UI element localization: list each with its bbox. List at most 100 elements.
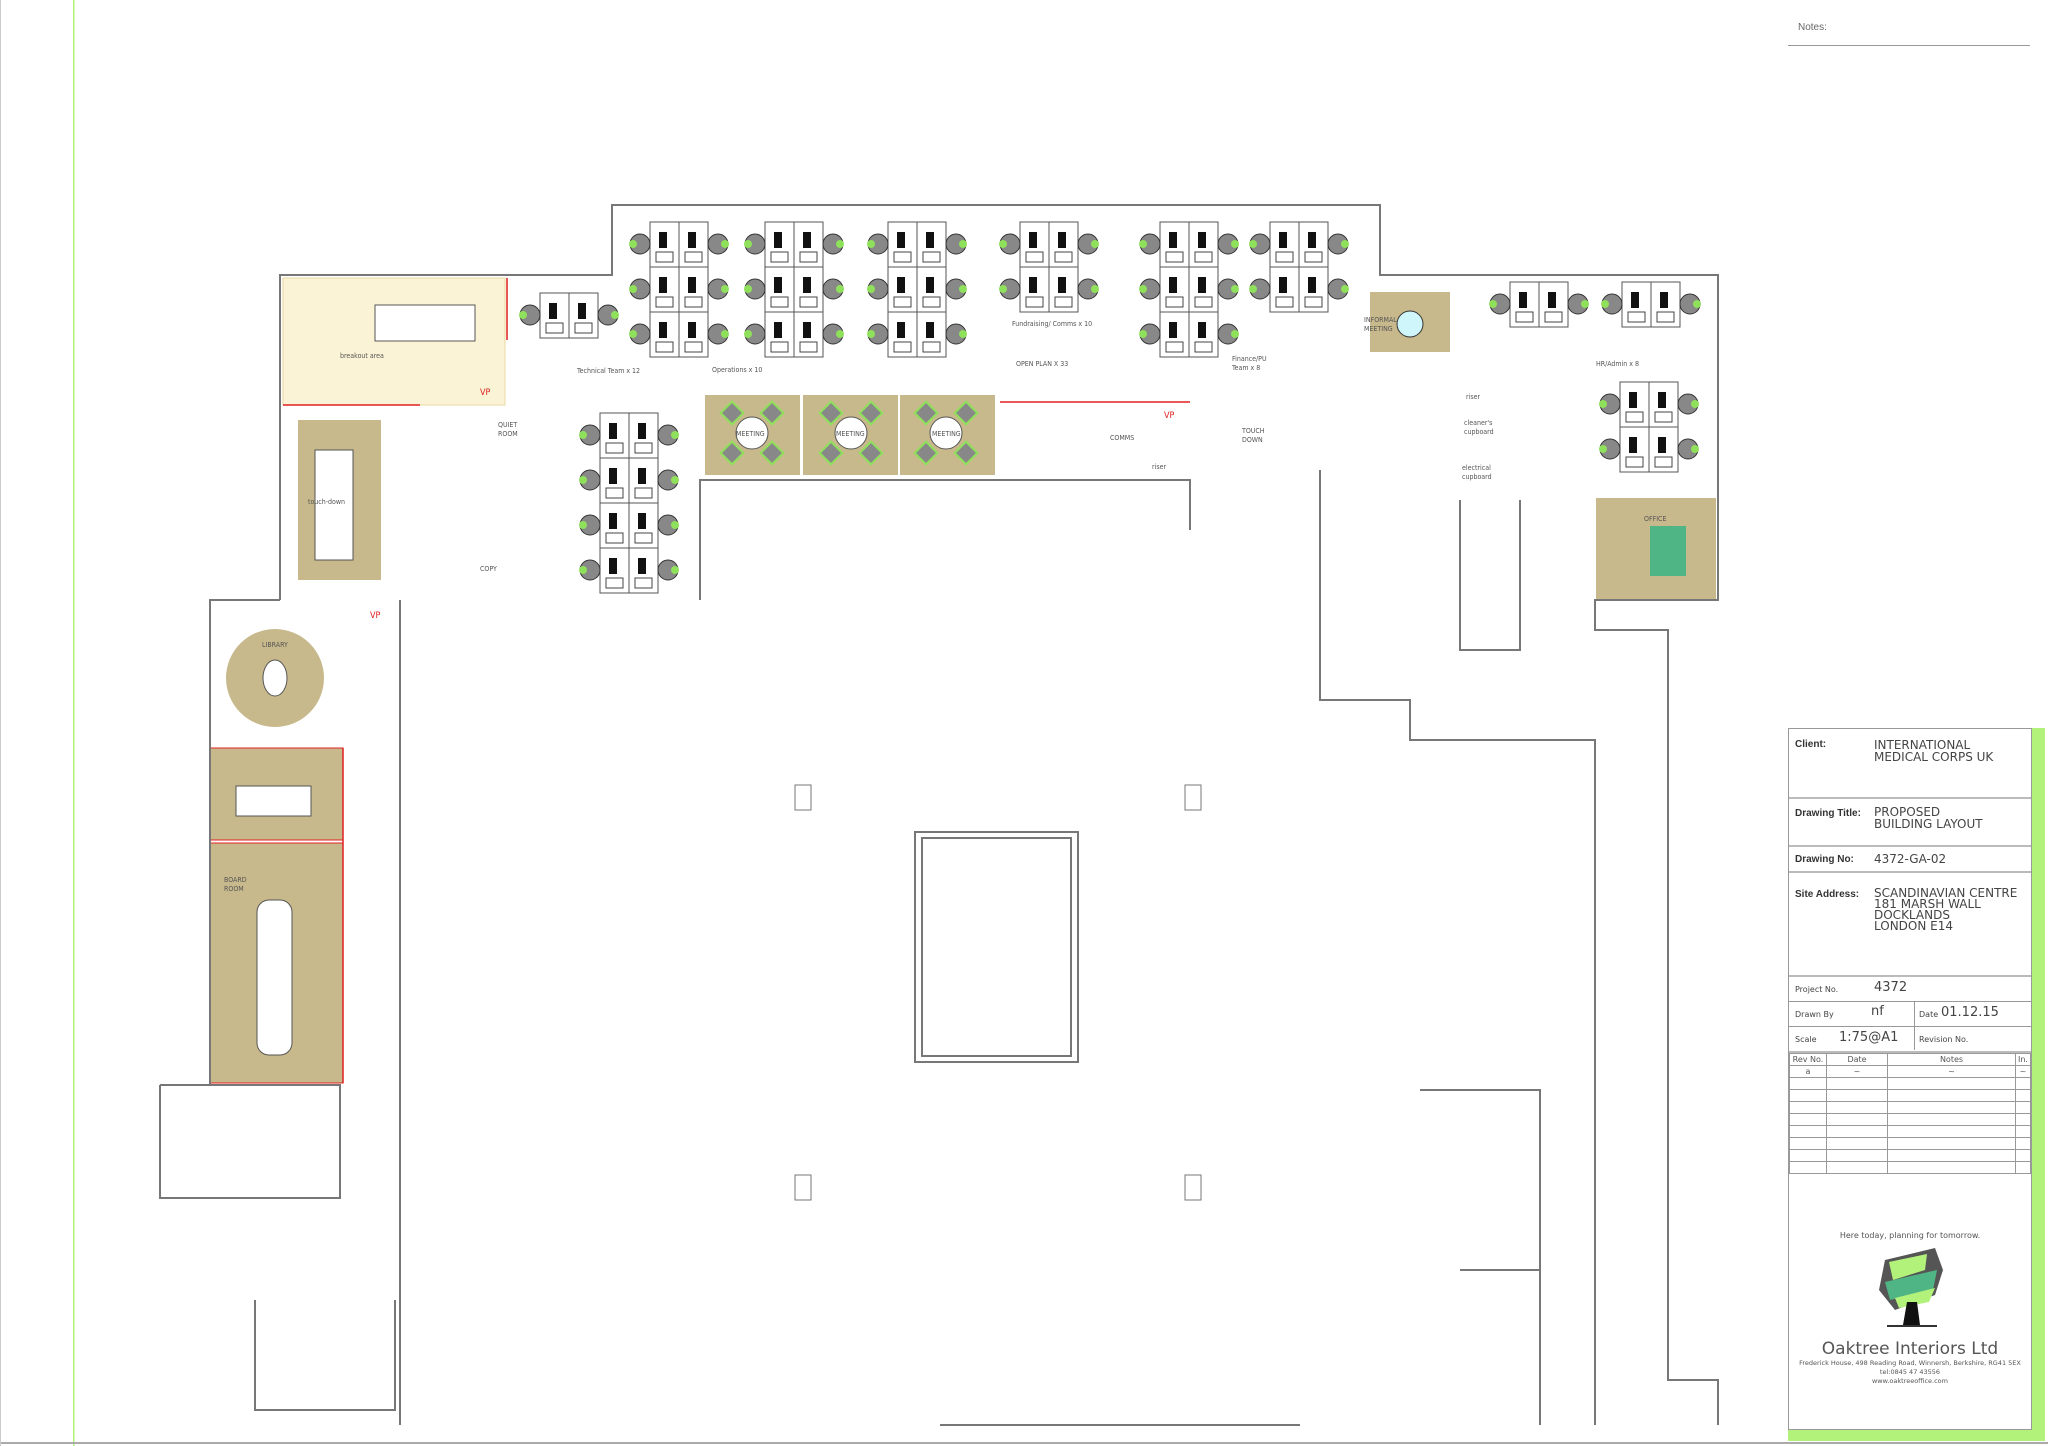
label-office: OFFICE xyxy=(1644,515,1666,523)
pedestal xyxy=(1304,251,1323,263)
monitor-icon xyxy=(659,232,667,248)
monitor-icon xyxy=(926,277,934,293)
desk-cluster xyxy=(519,292,619,339)
label-technical-team: Technical Team x 12 xyxy=(576,367,640,375)
drawn-by-row: Drawn By nf Date 01.12.15 xyxy=(1789,1002,2031,1050)
pedestal xyxy=(634,487,653,499)
pedestal xyxy=(574,322,593,334)
chair-back xyxy=(1231,330,1239,338)
rev-header: In. xyxy=(2015,1053,2031,1066)
pedestal xyxy=(605,487,624,499)
label-quiet-room: QUIET xyxy=(498,421,517,429)
monitor-icon xyxy=(1308,277,1316,293)
chair-back xyxy=(671,431,679,439)
chair-icon xyxy=(913,440,939,466)
drawing-no-label: Drawing No: xyxy=(1795,854,1854,865)
chair-back xyxy=(579,566,587,574)
label-riser: riser xyxy=(1466,393,1480,401)
title-block-accent xyxy=(1788,1428,2045,1441)
monitor-icon xyxy=(803,232,811,248)
chair-back xyxy=(1139,285,1147,293)
chair-icon xyxy=(719,400,745,426)
scale-value: 1:75@A1 xyxy=(1839,1030,1899,1045)
monitor-icon xyxy=(897,232,905,248)
chair-back xyxy=(579,521,587,529)
border-line xyxy=(73,0,75,1446)
pedestal xyxy=(634,442,653,454)
label-meeting: MEETING xyxy=(836,430,865,438)
pedestal xyxy=(1654,456,1673,468)
pedestal xyxy=(545,322,564,334)
label-finance: Finance/PU xyxy=(1232,355,1267,363)
columns xyxy=(794,784,1202,1201)
desk xyxy=(1648,426,1679,473)
pedestal xyxy=(1054,251,1073,263)
building-walls xyxy=(159,204,1719,1426)
chair-back xyxy=(579,476,587,484)
monitor-icon xyxy=(1198,232,1206,248)
chair-back xyxy=(1691,400,1699,408)
label-meeting: MEETING xyxy=(736,430,765,438)
monitor-icon xyxy=(774,322,782,338)
label-vp: VP xyxy=(480,388,491,398)
monitor-icon xyxy=(1308,232,1316,248)
pedestal xyxy=(1275,296,1294,308)
touchdown-table xyxy=(314,449,354,561)
chair-back xyxy=(1341,285,1349,293)
drawing-title-row: Drawing Title: PROPOSED BUILDING LAYOUT xyxy=(1789,799,2031,847)
desk-cluster xyxy=(1489,281,1589,328)
rev-header: Notes xyxy=(1887,1053,2016,1066)
rev-header: Date xyxy=(1826,1053,1888,1066)
desk-cluster xyxy=(1599,381,1699,473)
chair-back xyxy=(1231,285,1239,293)
company-address: Frederick House, 498 Reading Road, Winne… xyxy=(1799,1359,2021,1367)
monitor-icon xyxy=(688,277,696,293)
monitor-icon xyxy=(897,322,905,338)
library-table xyxy=(262,659,288,697)
chair-icon xyxy=(858,400,884,426)
oaktree-logo-icon xyxy=(1879,1248,1943,1327)
pedestal xyxy=(1654,411,1673,423)
chair-back xyxy=(629,285,637,293)
project-no-label: Project No. xyxy=(1795,985,1839,994)
date-label: Date xyxy=(1919,1010,1939,1019)
monitor-icon xyxy=(1029,277,1037,293)
breakout-table xyxy=(374,304,476,342)
pedestal xyxy=(799,341,818,353)
title-block: Client: INTERNATIONAL MEDICAL CORPS UK D… xyxy=(1788,728,2032,1430)
drawn-by-label: Drawn By xyxy=(1795,1010,1834,1019)
pedestal xyxy=(634,532,653,544)
monitor-icon xyxy=(1548,292,1556,308)
monitor-icon xyxy=(803,277,811,293)
chair-back xyxy=(1693,300,1701,308)
pedestal xyxy=(1165,341,1184,353)
chair-back xyxy=(1231,240,1239,248)
pedestal xyxy=(1515,311,1534,323)
chair-back xyxy=(629,330,637,338)
monitor-icon xyxy=(609,513,617,529)
desk xyxy=(568,292,599,339)
monitor-icon xyxy=(1279,277,1287,293)
pedestal xyxy=(1625,456,1644,468)
chair-back xyxy=(836,285,844,293)
pedestal xyxy=(893,251,912,263)
chair-back xyxy=(671,476,679,484)
desk-cluster xyxy=(867,221,967,358)
company-block: Here today, planning for tomorrow. Oaktr… xyxy=(1789,1219,2031,1386)
monitor-icon xyxy=(1198,277,1206,293)
site-address-row: Site Address: SCANDINAVIAN CENTRE 181 MA… xyxy=(1789,873,2031,977)
sofa xyxy=(1650,526,1686,576)
label-comms: COMMS xyxy=(1110,434,1134,442)
monitor-icon xyxy=(638,423,646,439)
chair-back xyxy=(611,311,619,319)
monitor-icon xyxy=(659,277,667,293)
chair-back xyxy=(959,285,967,293)
chair-icon xyxy=(858,440,884,466)
chair-back xyxy=(629,240,637,248)
monitor-icon xyxy=(1658,392,1666,408)
monitor-icon xyxy=(549,303,557,319)
chair-back xyxy=(519,311,527,319)
pedestal xyxy=(1275,251,1294,263)
chair-back xyxy=(1599,400,1607,408)
pedestal xyxy=(922,296,941,308)
